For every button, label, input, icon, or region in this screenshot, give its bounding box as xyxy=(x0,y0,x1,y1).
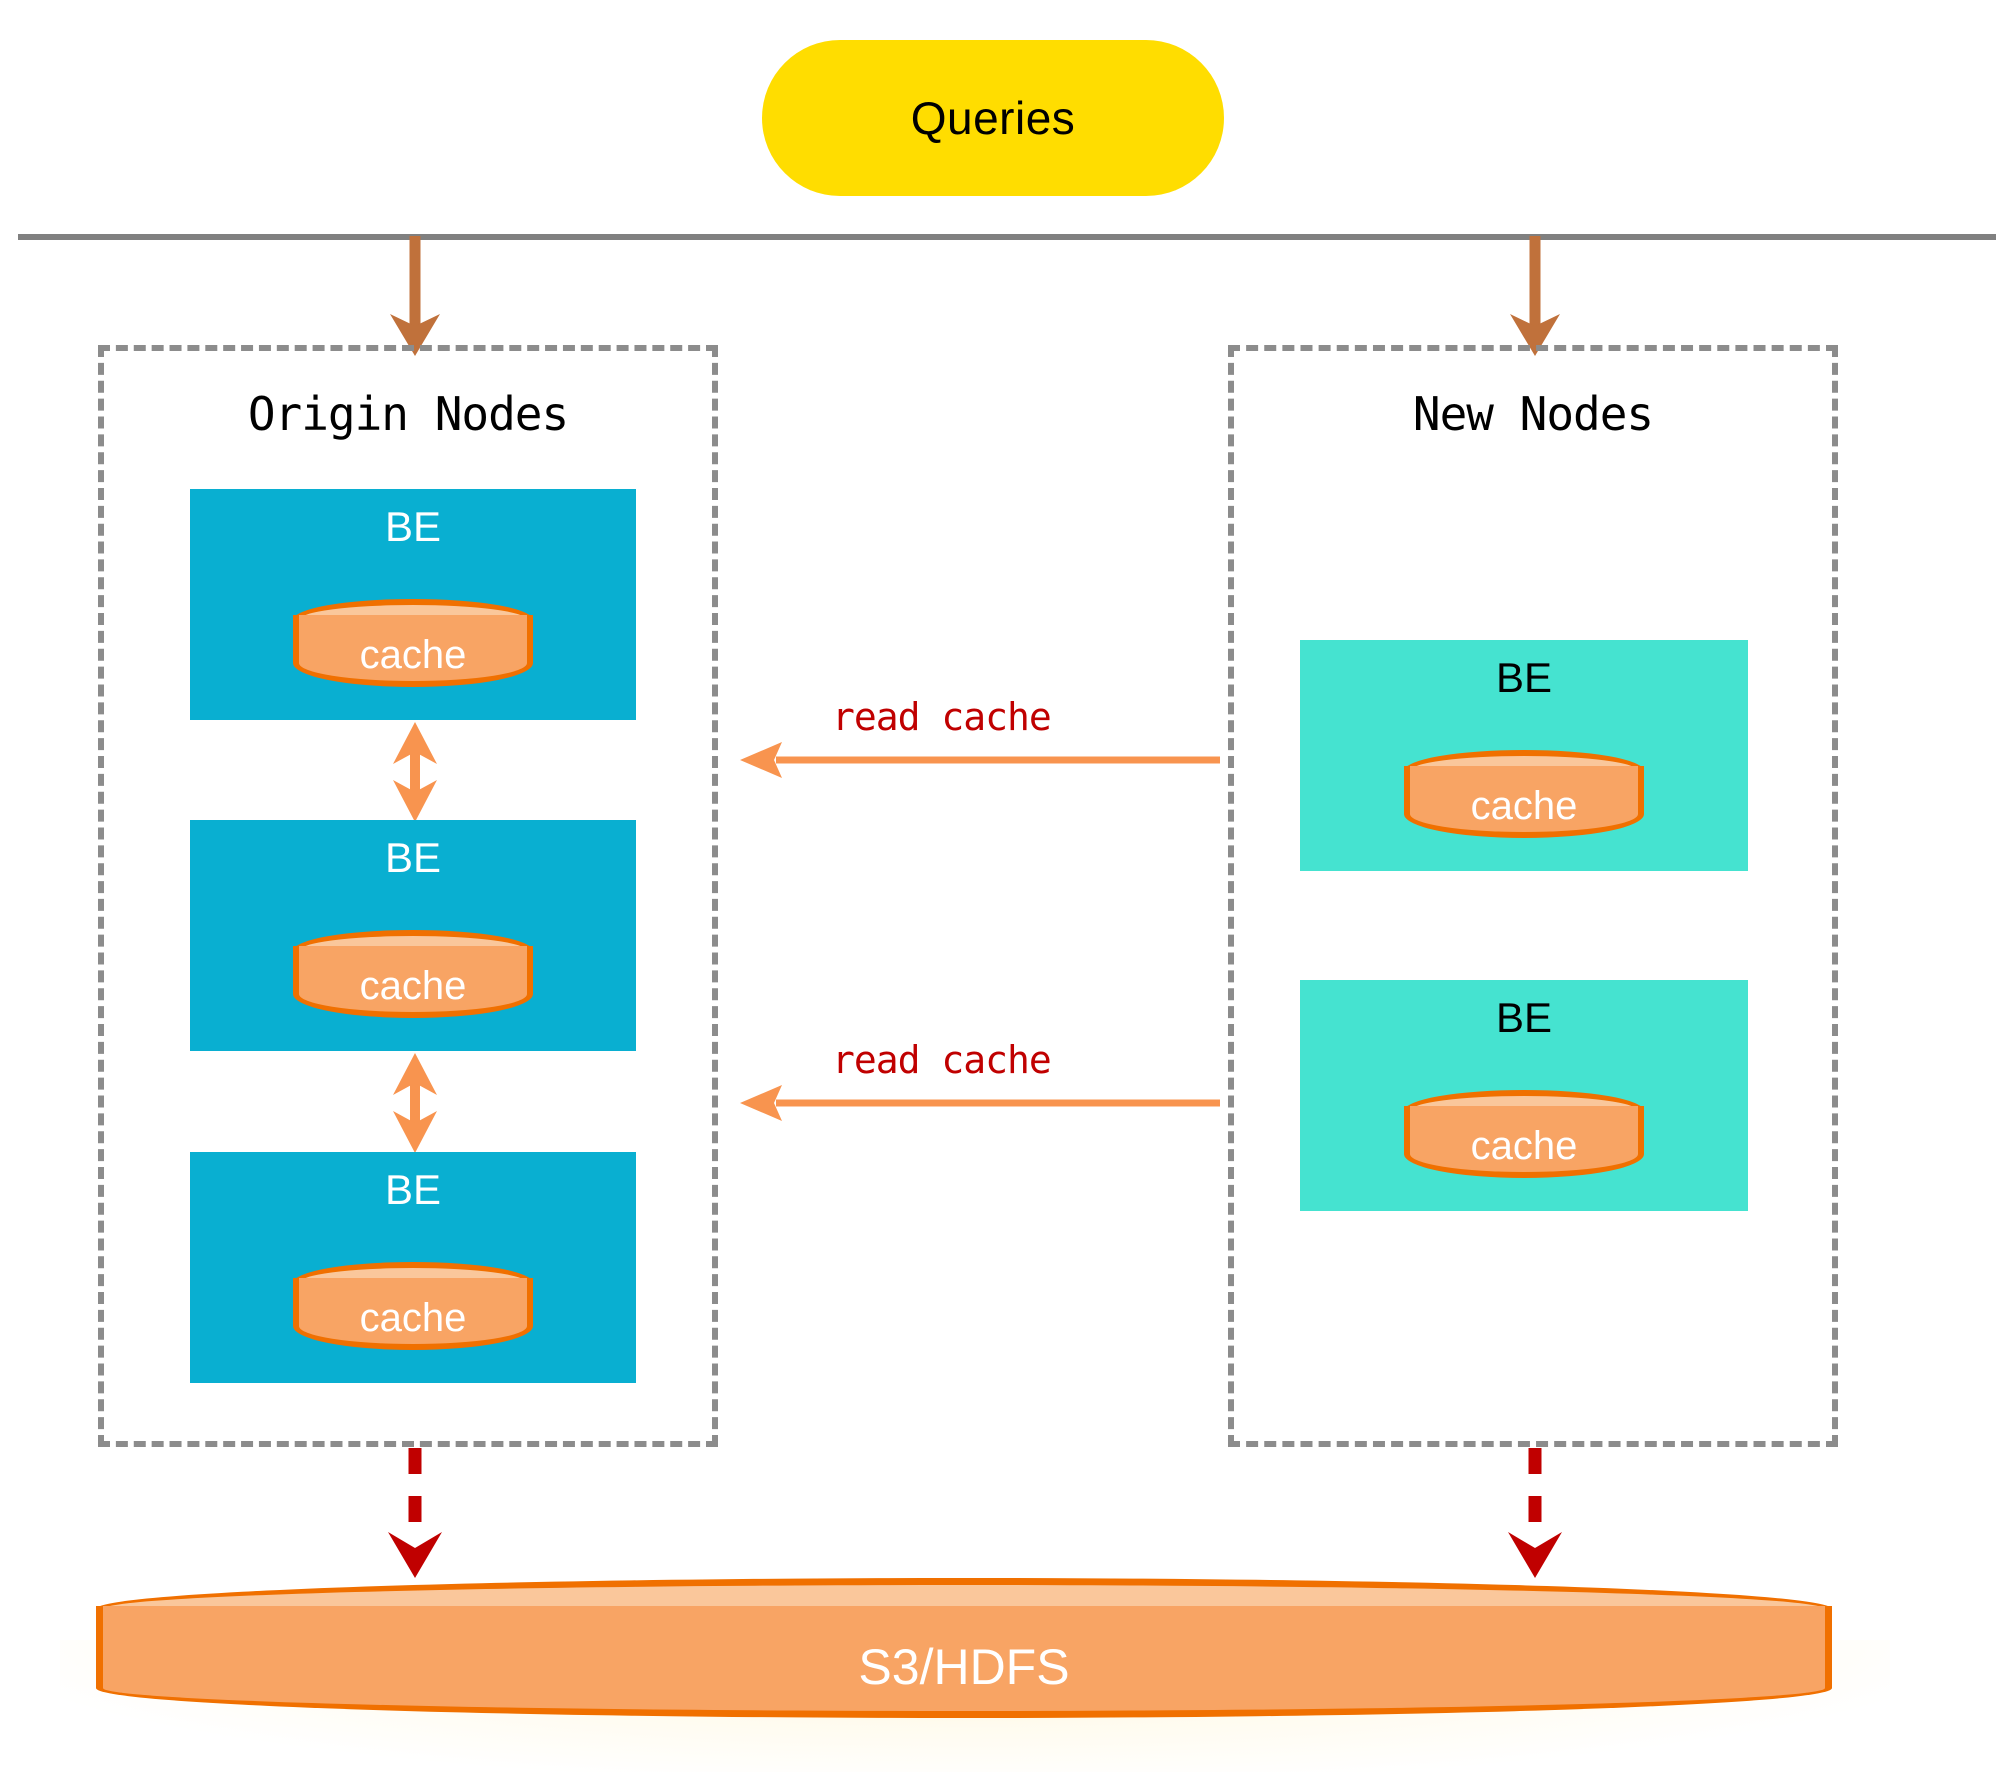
cylinder-body xyxy=(293,615,533,687)
cache-cylinder: cache xyxy=(1404,1090,1644,1182)
sync-arrow-origin-2-3 xyxy=(393,1053,437,1153)
storage-label: S3/HDFS xyxy=(858,1639,1070,1695)
node-new-be-1[interactable]: BE cache xyxy=(1300,640,1748,871)
flush-arrow-origin xyxy=(388,1448,442,1578)
read-cache-label-2: read cache xyxy=(832,1038,1052,1082)
node-label: BE xyxy=(384,1166,442,1213)
cylinder-body xyxy=(293,1278,533,1350)
top-divider xyxy=(18,234,1996,240)
node-origin-be-1[interactable]: BE cache xyxy=(190,489,636,720)
flush-arrow-new-nodes xyxy=(1508,1448,1562,1578)
node-label: BE xyxy=(1495,994,1553,1041)
cache-cylinder: cache xyxy=(1404,750,1644,842)
cylinder-body xyxy=(293,946,533,1018)
query-arrow-origin xyxy=(390,236,440,356)
group-new-nodes-title: New Nodes xyxy=(1412,387,1654,441)
query-arrow-new-nodes xyxy=(1510,236,1560,356)
node-label: BE xyxy=(384,503,442,550)
cache-cylinder: cache xyxy=(293,599,533,691)
storage-cylinder[interactable]: S3/HDFS xyxy=(96,1578,1832,1738)
cache-label: cache xyxy=(1470,1124,1578,1168)
cache-cylinder: cache xyxy=(293,1262,533,1354)
group-origin-nodes: Origin Nodes xyxy=(98,345,718,1447)
cache-cylinder: cache xyxy=(293,930,533,1022)
cache-label: cache xyxy=(359,964,467,1008)
queries-pill: Queries xyxy=(762,40,1224,196)
sync-arrow-origin-1-2 xyxy=(393,722,437,822)
read-cache-label-1: read cache xyxy=(832,695,1052,739)
node-origin-be-3[interactable]: BE cache xyxy=(190,1152,636,1383)
read-cache-arrow-2 xyxy=(740,1085,1220,1121)
node-label: BE xyxy=(1495,654,1553,701)
queries-label: Queries xyxy=(910,92,1076,144)
node-new-be-2[interactable]: BE cache xyxy=(1300,980,1748,1211)
cylinder-body xyxy=(1404,766,1644,838)
storage-cylinder-body xyxy=(96,1606,1832,1718)
cache-label: cache xyxy=(359,633,467,677)
node-origin-be-2[interactable]: BE cache xyxy=(190,820,636,1051)
cylinder-body xyxy=(1404,1106,1644,1178)
group-new-nodes: New Nodes xyxy=(1228,345,1838,1447)
cache-label: cache xyxy=(359,1296,467,1340)
group-origin-title: Origin Nodes xyxy=(247,387,569,441)
node-label: BE xyxy=(384,834,442,881)
read-cache-arrow-1 xyxy=(740,742,1220,778)
cache-label: cache xyxy=(1470,784,1578,828)
